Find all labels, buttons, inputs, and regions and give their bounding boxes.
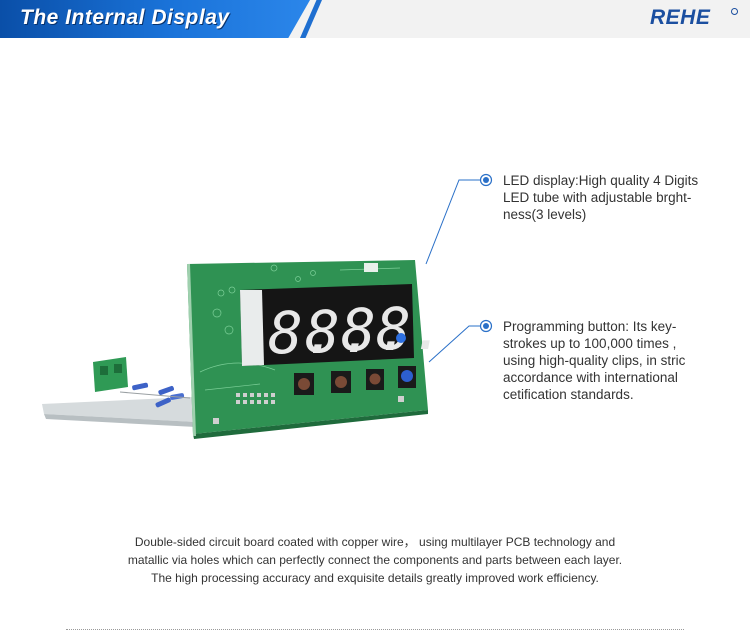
caption-line: The high processing accuracy and exquisi…	[151, 571, 599, 585]
callout-line: LED tube with adjustable brght-	[503, 190, 692, 205]
caption-line: Double-sided circuit board coated with c…	[134, 535, 616, 549]
registered-mark-icon	[731, 8, 738, 15]
bullet-circle-icon	[479, 319, 493, 333]
terminal-block	[93, 357, 128, 392]
caption-line: matallic via holes which can perfectly c…	[127, 553, 623, 567]
led-module	[240, 284, 414, 366]
led-digits: 8. 8. 8. 8.	[268, 295, 446, 367]
callout-line: Programming button: Its key-	[503, 319, 677, 334]
led-digit-2: 8.	[305, 298, 375, 366]
brand-logo: REHE	[650, 6, 711, 29]
callout-line: ness(3 levels)	[503, 207, 587, 222]
led-leader-line	[425, 179, 485, 265]
title-banner	[0, 0, 310, 38]
callout-line: using high-quality clips, in stric	[503, 353, 686, 368]
callout-line: accordance with international	[503, 370, 678, 385]
button-leader-line	[428, 325, 485, 363]
components	[119, 382, 191, 408]
description-caption: Double-sided circuit board coated with c…	[60, 533, 690, 587]
base-board-edge	[44, 414, 196, 427]
callout-line: cetification standards.	[503, 387, 634, 402]
callout-line: LED display:High quality 4 Digits	[503, 173, 699, 188]
dotted-divider	[66, 629, 684, 630]
label-sticker	[364, 263, 378, 272]
page-title: The Internal Display	[20, 6, 230, 29]
bullet-circle-icon	[479, 173, 493, 187]
pin-header	[236, 393, 275, 404]
silkscreen-traces	[199, 264, 401, 391]
indicator-led	[396, 333, 406, 343]
led-digit-3: 8.	[341, 296, 411, 364]
led-display-callout: LED display:High quality 4 Digits LED tu…	[503, 172, 698, 223]
led-digit-4: 8.	[376, 295, 446, 363]
programming-button-callout: Programming button: Its key- strokes up …	[503, 318, 685, 403]
push-buttons	[294, 366, 416, 395]
led-digit-1: 8.	[268, 299, 338, 367]
callout-line: strokes up to 100,000 times ,	[503, 336, 677, 351]
